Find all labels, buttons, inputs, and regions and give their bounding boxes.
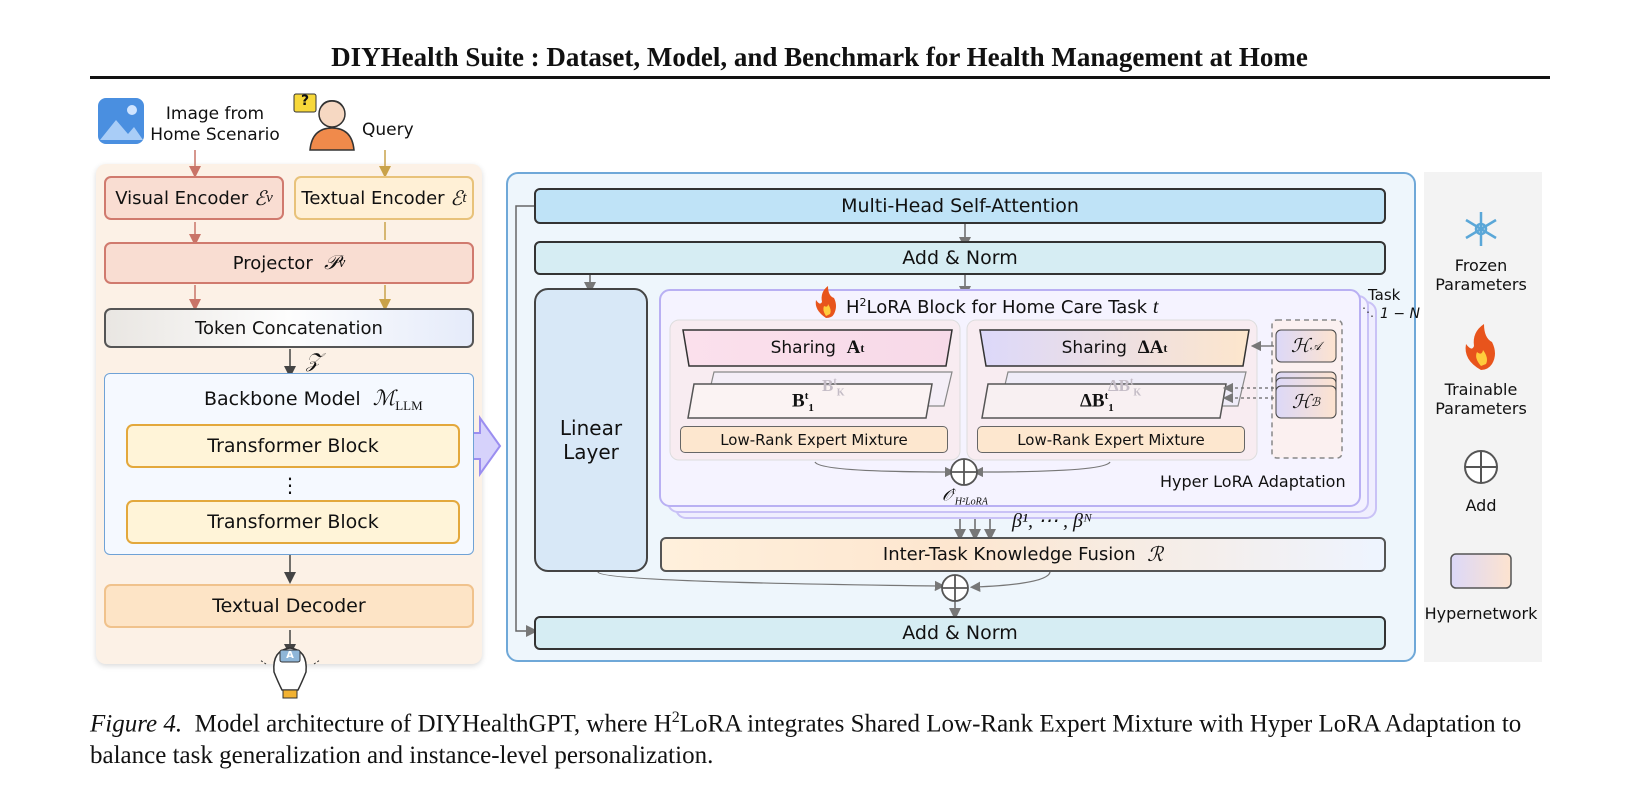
inter-task-fusion-bar: Inter-Task Knowledge Fusion ℛ — [660, 537, 1386, 572]
flame-icon — [815, 286, 836, 318]
bk-label: BtK — [822, 376, 845, 399]
task-range: 1 − N — [1380, 306, 1421, 322]
lightbulb-icon — [259, 647, 321, 699]
backbone-model-title: Backbone Model ℳLLM — [204, 386, 423, 413]
delta-b1-label: ΔBt1 — [1080, 390, 1114, 415]
user-query-icon — [293, 93, 355, 151]
figure-caption: Figure 4. Model architecture of DIYHealt… — [90, 709, 1522, 770]
image-icon — [98, 98, 144, 144]
legend-hypernetwork-swatch — [1450, 553, 1512, 589]
transformer-block-2: Transformer Block — [126, 500, 460, 544]
expert-mixture-right: Low-Rank Expert Mixture — [977, 426, 1245, 453]
query-label: Query — [362, 120, 414, 140]
transformer-block-1: Transformer Block — [126, 424, 460, 468]
task-label: Task — [1368, 286, 1401, 304]
add-op-icon — [950, 458, 978, 486]
add-op-icon-bottom — [941, 574, 969, 602]
legend-frozen-label: Frozen Parameters — [1435, 256, 1527, 294]
z-symbol: 𝒵 — [306, 350, 322, 372]
legend-flame-icon — [1465, 324, 1495, 370]
betas-label: β¹, ⋯ , βᴺ — [1012, 510, 1093, 532]
delta-bk-label: ΔBtK — [1108, 376, 1142, 399]
b1-label: Bt1 — [792, 390, 814, 415]
output-o-label: 𝒪tH²LoRA — [942, 486, 988, 508]
add-norm-top-bar: Add & Norm — [534, 241, 1386, 275]
expert-mixture-left: Low-Rank Expert Mixture — [680, 426, 948, 453]
output-answer-mark: A — [286, 650, 294, 661]
svg-text:⋱: ⋱ — [1362, 305, 1374, 319]
legend-add-label: Add — [1465, 496, 1497, 515]
legend-snowflake-icon — [1465, 212, 1497, 246]
figure-header-title: DIYHealth Suite : Dataset, Model, and Be… — [331, 42, 1308, 72]
legend-hypernetwork-label: Hypernetwork — [1424, 604, 1538, 623]
h2lora-block-title: H2LoRA Block for Home Care Task t — [846, 296, 1159, 318]
query-bubble-mark: ? — [300, 93, 310, 109]
linear-layer-box: Linear Layer — [534, 288, 648, 572]
token-concatenation-box: Token Concatenation — [104, 308, 474, 348]
header-rule — [90, 76, 1550, 79]
legend-trainable-label: Trainable Parameters — [1435, 380, 1527, 418]
add-norm-bottom-bar: Add & Norm — [534, 616, 1386, 650]
hyper-lora-adaptation-label: Hyper LoRA Adaptation — [1160, 472, 1346, 491]
legend-add-icon — [1464, 450, 1498, 484]
textual-decoder-box: Textual Decoder — [104, 584, 474, 628]
multi-head-self-attention-bar: Multi-Head Self-Attention — [534, 188, 1386, 224]
image-input-label: Image from Home Scenario — [150, 104, 280, 145]
vertical-ellipsis: ⋮ — [280, 473, 300, 497]
